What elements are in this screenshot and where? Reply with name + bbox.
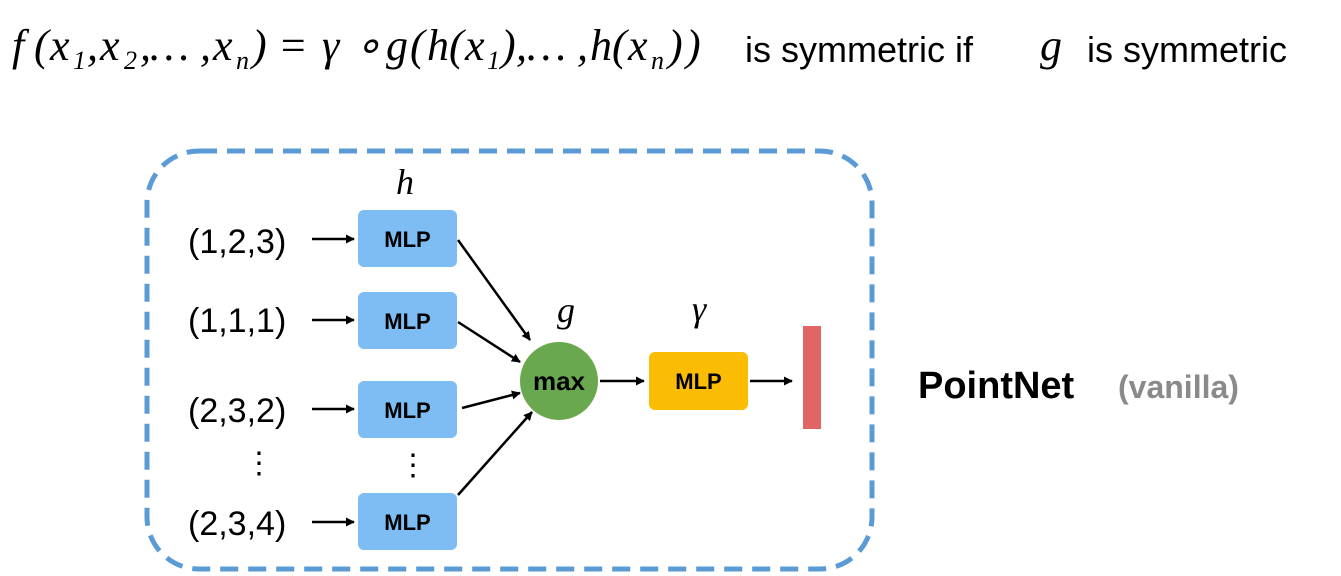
formula-comma-4: , <box>516 21 527 70</box>
formula-paren-close: ) <box>249 21 267 70</box>
formula-g: g <box>386 21 408 70</box>
input-tuple-1: (1,2,3) <box>188 223 286 261</box>
arrow-mlp2-to-max <box>457 320 521 364</box>
output-vector-bar <box>803 326 821 429</box>
pointnet-variant: (vanilla) <box>1118 369 1239 405</box>
input-tuple-4: (2,3,4) <box>188 505 286 543</box>
formula-x1-sub: 1 <box>73 46 86 75</box>
formula-compose: ∘ <box>354 21 382 70</box>
formula-gamma: γ <box>322 21 341 70</box>
arrow-mlp1-to-max <box>456 239 532 341</box>
formula-xn-sub: n <box>236 46 249 75</box>
formula-comma-1: , <box>87 21 98 70</box>
formula-hn-x-sub: n <box>651 46 664 75</box>
mlp-box-4: MLP <box>358 493 457 550</box>
max-pool-node: max <box>520 342 598 420</box>
formula-paren-open: ( <box>34 21 51 70</box>
formula-xn: x <box>212 21 233 70</box>
arrow-mlp4-to-max <box>457 411 533 496</box>
mlp-box-2-label: MLP <box>384 309 430 334</box>
mlp-box-1: MLP <box>358 210 457 267</box>
dashed-container <box>144 148 875 572</box>
label-g: g <box>557 290 575 330</box>
formula-x2-sub: 2 <box>124 46 137 75</box>
label-h: h <box>396 162 414 202</box>
formula-paren-close-h1: ) <box>498 21 516 70</box>
formula-comma-2: , <box>140 21 151 70</box>
formula-equals: = <box>278 21 308 70</box>
label-gamma: γ <box>692 289 707 329</box>
formula-x2: x <box>99 21 120 70</box>
formula-f: f <box>12 21 30 70</box>
gamma-mlp-box: MLP <box>649 352 748 410</box>
formula-h1-x-sub: 1 <box>487 46 500 75</box>
formula-ellipsis: … <box>150 21 189 70</box>
gamma-mlp-label: MLP <box>675 369 721 394</box>
formula-paren-open-hn: ( <box>612 21 629 70</box>
formula: f ( x 1 , x 2 , … , x n ) = γ ∘ g ( h ( … <box>12 21 1287 79</box>
mlp-box-3-label: MLP <box>384 398 430 423</box>
mlp-box-2: MLP <box>358 292 457 349</box>
formula-statement-b: is symmetric <box>1087 29 1287 70</box>
mlp-box-1-label: MLP <box>384 227 430 252</box>
formula-paren-open-h1: ( <box>449 21 466 70</box>
arrow-mlp3-to-max <box>461 390 521 410</box>
formula-paren-close-hn: ) <box>665 21 683 70</box>
svg-text:f ( x 1: f ( x 1 , x 2 , … , x n ) = γ ∘ g ( h ( … <box>12 21 701 79</box>
mlp-box-4-label: MLP <box>384 510 430 535</box>
formula-statement-a: is symmetric if <box>745 29 974 70</box>
formula-paren-close-g: ) <box>683 21 701 70</box>
formula-h1: h <box>427 21 449 70</box>
formula-h1-x: x <box>464 21 485 70</box>
max-pool-label: max <box>533 366 586 396</box>
formula-g-symbol: g <box>1040 21 1062 70</box>
input-vdots: ⋮ <box>244 447 274 480</box>
formula-hn: h <box>590 21 612 70</box>
formula-comma-3: , <box>200 21 211 70</box>
input-tuple-3: (2,3,2) <box>188 392 286 430</box>
formula-ellipsis-2: … <box>527 21 566 70</box>
mlp-box-3: MLP <box>358 381 457 438</box>
formula-x1: x <box>49 21 70 70</box>
input-tuple-2: (1,1,1) <box>188 302 286 340</box>
pointnet-title: PointNet <box>918 365 1075 407</box>
formula-hn-x: x <box>627 21 648 70</box>
formula-comma-5: , <box>577 21 588 70</box>
mlp-vdots: ⋮ <box>398 449 428 482</box>
formula-paren-open-g: ( <box>410 21 427 70</box>
